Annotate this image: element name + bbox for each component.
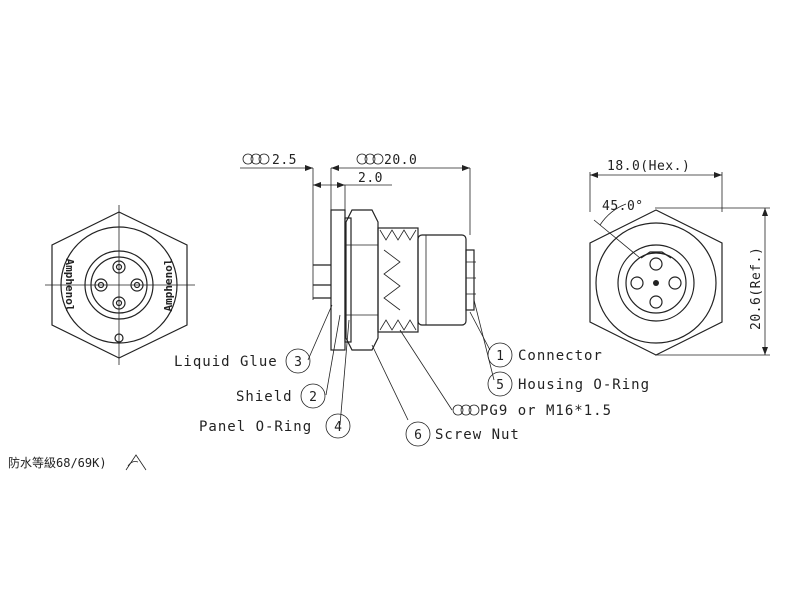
callout-bubble [487, 371, 513, 397]
arrow [762, 208, 768, 216]
footer-note: 防水等級68/69K) [8, 455, 107, 470]
angle-arc [599, 203, 627, 226]
front-view: Amphenol Amphenol [45, 205, 195, 365]
triangle-mark-inner [127, 461, 139, 467]
rear-key [640, 251, 672, 259]
callout-label-screw-nut: Screw Nut [435, 427, 520, 443]
dim-corner-angle: 45.0° [602, 199, 644, 214]
triangle-mark [125, 454, 147, 471]
rear-view: 18.0(Hex.) 20.6(Ref.) 45.0° [589, 159, 770, 356]
callout-bubble [405, 421, 431, 447]
rear-body-ring [617, 244, 695, 322]
screw-nut [345, 209, 379, 351]
rear-pin [668, 276, 682, 290]
callout-number: 5 [496, 378, 504, 393]
pin-core [115, 263, 123, 271]
flatness-symbol [356, 153, 384, 165]
face-ring [84, 250, 154, 320]
callout-bubble [487, 342, 513, 368]
brand-label-right: Amphenol [162, 259, 175, 312]
angle-ref-line [593, 219, 641, 259]
callout-number: 2 [309, 390, 317, 405]
arrow [590, 172, 598, 178]
callout-number: 4 [334, 420, 342, 435]
key-hole [114, 333, 124, 343]
pin-core [115, 299, 123, 307]
rear-insert [625, 252, 687, 314]
dim-height: 20.6(Ref.) [749, 247, 764, 330]
leader-2 [325, 314, 341, 396]
pin [130, 278, 144, 292]
pin [112, 260, 126, 274]
callout-label-panel-o-ring: Panel O-Ring [199, 419, 312, 435]
thread-bottom [379, 319, 417, 331]
pin-core [133, 281, 141, 289]
thread-helix [383, 249, 401, 311]
rear-pin [630, 276, 644, 290]
face-inner [90, 256, 148, 314]
leader-thread [399, 329, 453, 411]
callout-label-liquid-glue: Liquid Glue [174, 354, 278, 370]
leader-3 [307, 304, 333, 361]
brand-label-left: Amphenol [63, 259, 76, 312]
thread-spec: PG9 or M16*1.5 [480, 403, 612, 419]
arrow [331, 165, 339, 171]
callout-number: 6 [414, 428, 422, 443]
footer: 防水等級68/69K) [8, 454, 147, 471]
thread-body [377, 227, 419, 333]
flatness-symbol [242, 153, 270, 165]
leader-4 [339, 319, 350, 426]
dim-hex-width: 18.0(Hex.) [607, 159, 690, 174]
pin [112, 296, 126, 310]
dim-flange-thickness: 2.5 [272, 153, 297, 168]
rear-outer-ring [595, 222, 717, 344]
arrow [462, 165, 470, 171]
callouts: Liquid Glue 3 Shield 2 Panel O-Ring 4 6 … [174, 342, 650, 447]
arrow [313, 182, 321, 188]
dim-body-length: 20.0 [384, 153, 417, 168]
flatness-symbol [452, 404, 480, 416]
arrow [762, 347, 768, 355]
outer-ring [60, 226, 178, 344]
callout-bubble [300, 383, 326, 409]
thread-top [379, 229, 417, 241]
rear-pin [649, 257, 663, 271]
side-view: 2.5 20.0 2.0 [240, 153, 495, 426]
arrow [714, 172, 722, 178]
flange [330, 209, 346, 351]
callout-label-shield: Shield [236, 389, 293, 405]
pin [94, 278, 108, 292]
dim-shield-gap: 2.0 [358, 171, 383, 186]
callout-bubble [285, 348, 311, 374]
rear-hex [589, 209, 723, 356]
callout-label-housing-o-ring: Housing O-Ring [518, 377, 650, 393]
callout-label-connector: Connector [518, 348, 603, 364]
housing [417, 234, 467, 326]
leader-6 [371, 344, 409, 421]
terminals [465, 249, 475, 311]
leader-5 [473, 299, 495, 381]
callout-bubble [325, 413, 351, 439]
callout-number: 3 [294, 355, 302, 370]
arrow [305, 165, 313, 171]
leader-1 [469, 311, 491, 351]
callout-number: 1 [496, 349, 504, 364]
rear-pin [649, 295, 663, 309]
rear-center-dot [653, 280, 659, 286]
pin-core [97, 281, 105, 289]
arrow [337, 182, 345, 188]
